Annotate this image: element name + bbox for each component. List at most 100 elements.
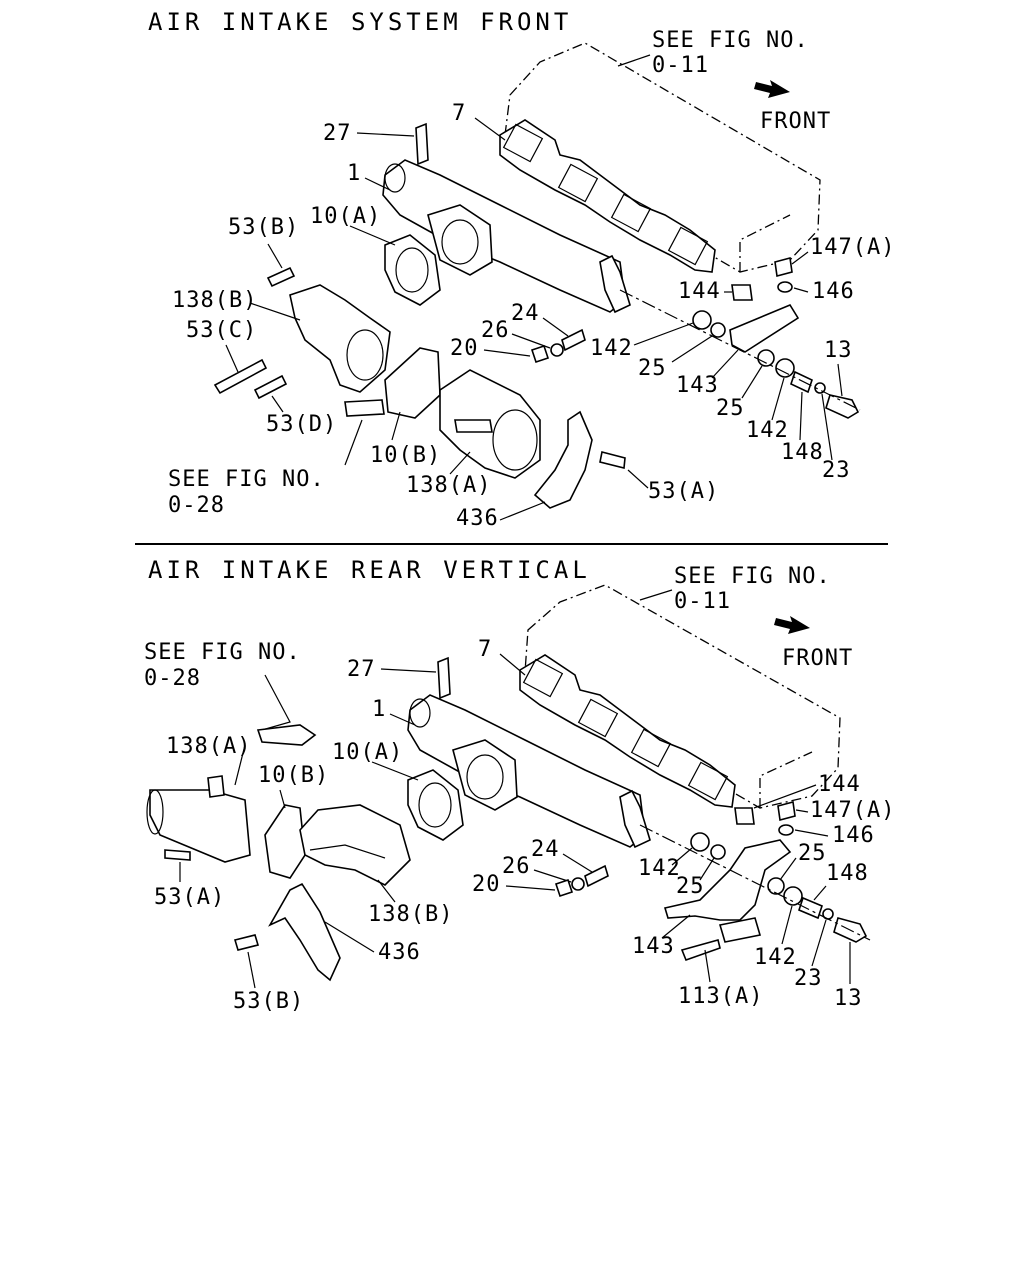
- collar-25: [767, 877, 785, 895]
- label-13: 13: [834, 986, 863, 1011]
- leader-line: [324, 921, 375, 953]
- pipe-nipple: [454, 419, 493, 433]
- label-142: 142: [590, 336, 633, 361]
- label-10b: 10(B): [370, 443, 441, 468]
- section-rear: AIR INTAKE REAR VERTICAL SEE FIG NO. 0-1…: [144, 556, 895, 1014]
- nut-147a: [777, 800, 796, 822]
- label-143: 143: [676, 373, 719, 398]
- leader-line: [271, 395, 284, 413]
- leader-line: [794, 829, 829, 837]
- label-27: 27: [347, 657, 376, 682]
- label-25: 25: [716, 396, 745, 421]
- leader-line: [821, 393, 833, 461]
- leader-line: [793, 287, 809, 293]
- bushing-142: [692, 310, 712, 330]
- label-138a: 138(A): [406, 473, 491, 498]
- label-53d: 53(D): [266, 412, 337, 437]
- label-7: 7: [452, 101, 466, 126]
- bracket-foot: [718, 917, 762, 943]
- leader-line: [627, 469, 649, 489]
- label-53b: 53(B): [233, 989, 304, 1014]
- hose-stub: [256, 724, 317, 746]
- label-20: 20: [450, 336, 479, 361]
- ref-see-fig-label: SEE FIG NO.: [674, 564, 831, 589]
- leader-line: [639, 589, 673, 601]
- spacer-148: [790, 370, 813, 394]
- ref-fig-number: 0-11: [652, 53, 709, 78]
- ref-fig-number: 0-11: [674, 589, 731, 614]
- bracket-143: [729, 303, 800, 353]
- label-143: 143: [632, 934, 675, 959]
- leader-line: [704, 949, 711, 983]
- washer-26: [571, 877, 585, 891]
- label-24: 24: [531, 837, 560, 862]
- leader-line: [813, 885, 827, 901]
- bushing-142: [690, 832, 710, 852]
- leader-line: [267, 243, 283, 269]
- label-138b: 138(B): [172, 288, 257, 313]
- label-13: 13: [824, 338, 853, 363]
- label-142: 142: [754, 945, 797, 970]
- bolt-53a: [164, 849, 191, 861]
- label-142: 142: [746, 418, 789, 443]
- ref-see-fig-label: SEE FIG NO.: [652, 28, 809, 53]
- leader-line: [671, 847, 693, 866]
- section-front: AIR INTAKE SYSTEM FRONT SEE FIG NO. 0-11…: [148, 8, 894, 531]
- label-138b: 138(B): [368, 902, 453, 927]
- leader-line: [771, 377, 785, 421]
- label-10a: 10(A): [332, 740, 403, 765]
- leader-line: [449, 451, 471, 475]
- leader-line: [837, 363, 843, 397]
- front-arrow-icon: [774, 616, 810, 634]
- label-26: 26: [481, 318, 510, 343]
- leader-line: [505, 885, 556, 891]
- front-label: FRONT: [760, 109, 831, 134]
- label-147a: 147(A): [810, 798, 895, 823]
- leader-line: [371, 761, 419, 781]
- collar-25: [710, 322, 726, 338]
- ref-fig-number: 0-28: [168, 493, 225, 518]
- leader-line: [380, 668, 437, 673]
- ref-fig-number: 0-28: [144, 666, 201, 691]
- label-20: 20: [472, 872, 501, 897]
- leader-line: [661, 914, 691, 939]
- bolt-53b: [266, 266, 296, 288]
- leader-line: [499, 653, 526, 676]
- leader-line: [474, 117, 506, 141]
- bracket-436: [268, 882, 341, 982]
- elbow-138b: [299, 804, 411, 886]
- label-25: 25: [676, 874, 705, 899]
- leader-line: [533, 869, 572, 883]
- bolt-53b: [233, 934, 260, 951]
- label-53a: 53(A): [648, 479, 719, 504]
- leader-line: [741, 365, 763, 399]
- stud: [415, 122, 429, 166]
- bolt-144: [731, 284, 753, 301]
- bushing-142: [783, 886, 803, 906]
- gasket-10a: [384, 234, 441, 306]
- leader-line: [225, 344, 239, 373]
- section-title: AIR INTAKE SYSTEM FRONT: [148, 8, 572, 36]
- leader-line: [234, 744, 246, 786]
- bolt-53a: [599, 451, 626, 470]
- gasket-port: [395, 247, 429, 293]
- leader-line: [811, 919, 827, 967]
- leader-line: [671, 335, 713, 363]
- label-23: 23: [794, 966, 823, 991]
- label-148: 148: [826, 861, 869, 886]
- label-113a: 113(A): [678, 984, 763, 1009]
- bolt-144: [734, 807, 755, 825]
- label-148: 148: [781, 440, 824, 465]
- pipe-port: [492, 409, 538, 471]
- leader-line: [249, 302, 301, 321]
- label-142: 142: [638, 856, 681, 881]
- label-144: 144: [818, 772, 861, 797]
- label-10b: 10(B): [258, 763, 329, 788]
- label-138a: 138(A): [166, 734, 251, 759]
- bracket-436: [533, 410, 593, 509]
- leader-line: [364, 177, 391, 191]
- bolt-113a: [680, 939, 721, 962]
- collar-25: [757, 349, 775, 367]
- stud: [437, 656, 451, 700]
